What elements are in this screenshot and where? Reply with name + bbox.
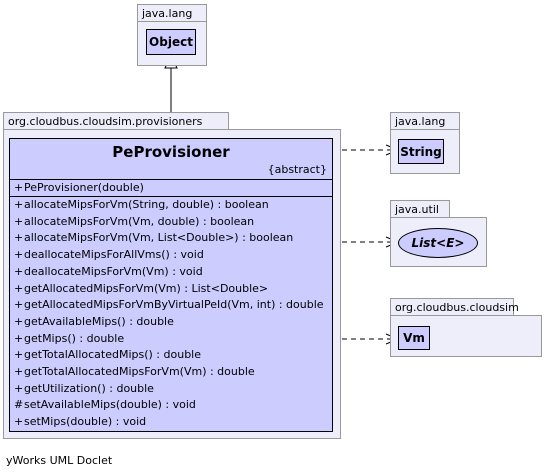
member-row: +getAllocatedMipsForVm(Vm) : List<Double… [14, 281, 268, 297]
member-signature: allocateMipsForVm(Vm, double) : boolean [24, 214, 255, 228]
member-signature: getAvailableMips() : double [24, 314, 174, 328]
member-row: +allocateMipsForVm(Vm, List<Double>) : b… [14, 230, 293, 246]
member-signature: deallocateMipsForAllVms() : void [24, 248, 204, 262]
visibility-marker: + [14, 415, 24, 429]
package-tab-provisioners: org.cloudbus.cloudsim.provisioners [3, 112, 229, 130]
member-signature: PeProvisioner(double) [24, 181, 144, 194]
visibility-marker: + [14, 381, 24, 395]
class-name: PeProvisioner [112, 143, 230, 161]
member-row: +PeProvisioner(double) [14, 180, 144, 196]
member-row: +deallocateMipsForAllVms() : void [14, 247, 204, 263]
visibility-marker: + [14, 281, 24, 295]
package-tab-java-lang-string: java.lang [390, 112, 460, 130]
member-row: +getAllocatedMipsForVmByVirtualPeId(Vm, … [14, 297, 324, 313]
class-stereotype: {abstract} [267, 163, 327, 176]
member-signature: allocateMipsForVm(Vm, List<Double>) : bo… [24, 231, 294, 245]
member-row: +deallocateMipsForVm(Vm) : void [14, 264, 203, 280]
member-signature: getTotalAllocatedMips() : double [24, 348, 202, 362]
member-signature: getAllocatedMipsForVm(Vm) : List<Double> [24, 281, 269, 295]
visibility-marker: + [14, 365, 24, 378]
member-row: +getAvailableMips() : double [14, 314, 174, 330]
member-signature: setAvailableMips(double) : void [24, 398, 196, 412]
compartment-separator [10, 196, 332, 197]
member-signature: getUtilization() : double [24, 381, 154, 395]
visibility-marker: + [14, 348, 24, 362]
visibility-marker: + [14, 181, 24, 194]
member-signature: allocateMipsForVm(String, double) : bool… [24, 198, 269, 211]
member-signature: setMips(double) : void [24, 415, 147, 429]
visibility-marker: + [14, 314, 24, 328]
member-row: +getMips() : double [14, 331, 124, 347]
footer-credit: yWorks UML Doclet [6, 454, 113, 467]
interface-list: List<E> [398, 228, 478, 258]
visibility-marker: + [14, 298, 24, 312]
class-object: Object [146, 29, 196, 55]
class-vm: Vm [398, 326, 430, 350]
visibility-marker: + [14, 264, 24, 278]
member-signature: deallocateMipsForVm(Vm) : void [24, 264, 203, 278]
member-row: #setAvailableMips(double) : void [14, 397, 196, 413]
member-row: +allocateMipsForVm(Vm, double) : boolean [14, 214, 254, 230]
visibility-marker: + [14, 198, 24, 211]
visibility-marker: # [14, 398, 24, 412]
class-string: String [398, 139, 444, 164]
member-signature: getMips() : double [24, 331, 125, 345]
member-row: +getUtilization() : double [14, 381, 154, 397]
member-row: +getTotalAllocatedMips() : double [14, 347, 201, 363]
class-peprovisioner: PeProvisioner {abstract} +PeProvisioner(… [9, 138, 333, 432]
compartment-separator [10, 179, 332, 180]
package-tab-cloudsim: org.cloudbus.cloudsim [390, 298, 519, 316]
member-row: +setMips(double) : void [14, 414, 146, 430]
visibility-marker: + [14, 248, 24, 262]
member-signature: getAllocatedMipsForVmByVirtualPeId(Vm, i… [24, 298, 324, 312]
visibility-marker: + [14, 214, 24, 228]
package-tab-java-lang-object: java.lang [137, 4, 207, 22]
member-row: +getTotalAllocatedMipsForVm(Vm) : double [14, 364, 255, 380]
visibility-marker: + [14, 231, 24, 245]
member-signature: getTotalAllocatedMipsForVm(Vm) : double [24, 365, 255, 378]
package-tab-java-util: java.util [390, 200, 450, 218]
member-row: +allocateMipsForVm(String, double) : boo… [14, 197, 269, 213]
visibility-marker: + [14, 331, 24, 345]
